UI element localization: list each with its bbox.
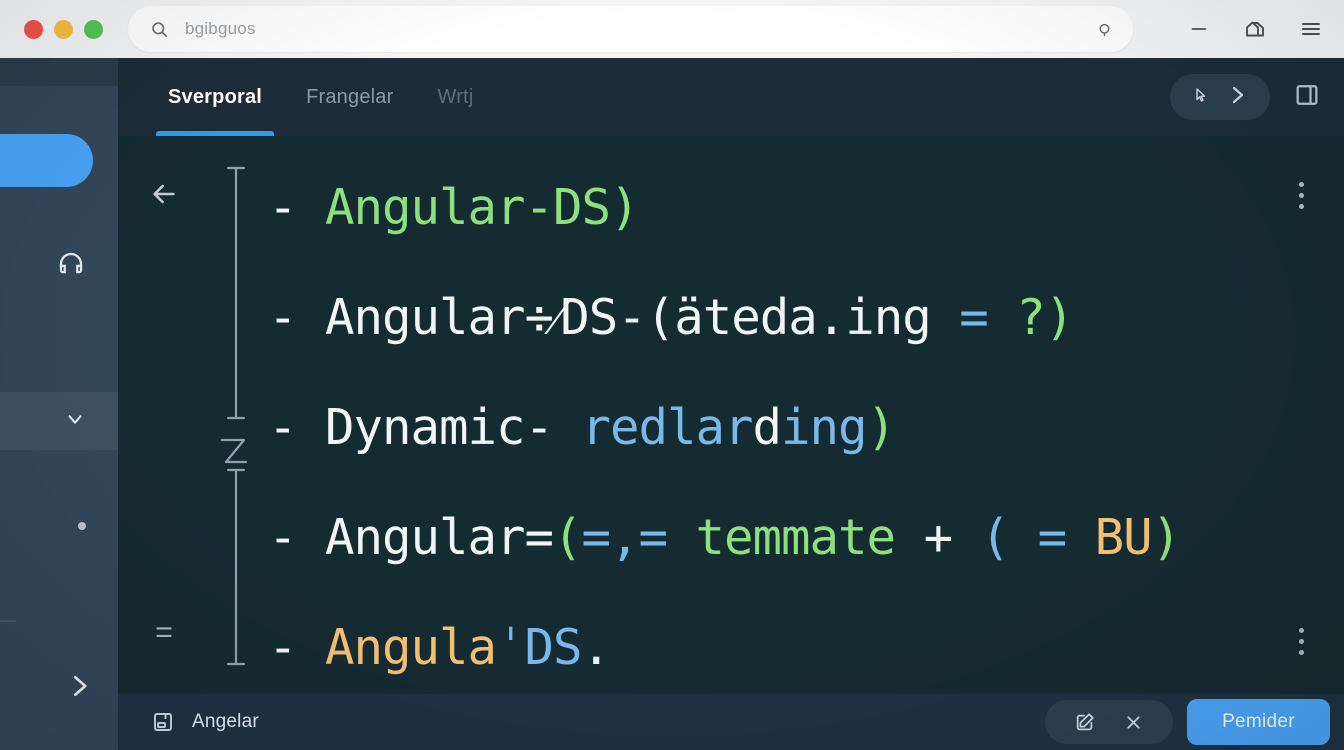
code-token: Angula bbox=[325, 618, 497, 676]
code-token: temmate bbox=[667, 508, 924, 566]
chevron-right-icon bbox=[1225, 83, 1249, 112]
vertical-rail bbox=[216, 164, 256, 672]
chevron-down-icon bbox=[64, 408, 86, 435]
tabbar: Sverporal Frangelar Wrtj bbox=[118, 58, 1344, 136]
tab-frangelar[interactable]: Frangelar bbox=[284, 58, 415, 136]
code-token: - Dynamic- bbox=[268, 398, 582, 456]
sidebar-primary-pill[interactable] bbox=[0, 134, 93, 187]
tab-list: Sverporal Frangelar Wrtj bbox=[146, 58, 495, 136]
minimize-icon[interactable] bbox=[1184, 14, 1214, 44]
panel-layout-icon bbox=[1293, 81, 1321, 114]
back-arrow-icon[interactable] bbox=[146, 176, 182, 212]
titlebar bbox=[0, 0, 1344, 58]
code-line[interactable]: - Angular=(=,= temmate + ( = BU) bbox=[268, 482, 1274, 592]
sidebar-top-strip bbox=[0, 58, 118, 86]
code-line[interactable]: - Angular-DS) bbox=[268, 152, 1274, 262]
hamburger-menu-icon[interactable] bbox=[1296, 14, 1326, 44]
restore-window-icon[interactable] bbox=[1240, 14, 1270, 44]
toggle-panel-button[interactable] bbox=[1288, 78, 1326, 116]
more-vertical-icon bbox=[1298, 650, 1304, 655]
dot-icon bbox=[78, 522, 86, 530]
code-token: ) bbox=[1151, 508, 1181, 566]
code-token: ( bbox=[553, 508, 582, 566]
close-window-button[interactable] bbox=[24, 19, 43, 39]
traffic-lights bbox=[24, 19, 103, 39]
search-icon bbox=[150, 20, 169, 39]
cursor-next-pill[interactable] bbox=[1170, 74, 1270, 120]
maximize-window-button[interactable] bbox=[84, 19, 103, 39]
code-token: d bbox=[752, 398, 782, 456]
tabbar-right-controls bbox=[1170, 58, 1326, 136]
primary-action-button[interactable]: Pemider bbox=[1187, 699, 1330, 745]
headphones-icon bbox=[56, 249, 86, 284]
sidebar bbox=[0, 58, 118, 750]
code-token: ( = bbox=[980, 508, 1095, 566]
bottombar-file-info[interactable]: Angelar bbox=[150, 709, 259, 735]
sidebar-expand[interactable] bbox=[0, 662, 118, 714]
code-token: ˈDS bbox=[496, 618, 583, 676]
tab-sverporal[interactable]: Sverporal bbox=[146, 58, 284, 136]
code-token: - bbox=[268, 178, 326, 236]
chevron-right-icon bbox=[64, 671, 94, 706]
sidebar-item-selected[interactable] bbox=[0, 392, 118, 450]
voice-search-icon[interactable] bbox=[1087, 12, 1121, 46]
more-vertical-icon bbox=[1298, 193, 1304, 198]
close-icon[interactable] bbox=[1122, 711, 1144, 733]
file-label: Angelar bbox=[192, 711, 259, 732]
more-vertical-icon bbox=[1298, 204, 1304, 209]
edit-close-pill[interactable] bbox=[1045, 700, 1173, 744]
more-vertical-icon bbox=[1298, 639, 1304, 644]
edit-square-icon[interactable] bbox=[1074, 711, 1096, 733]
code-token: Angular-DS) bbox=[325, 178, 640, 236]
omnibox[interactable] bbox=[128, 6, 1133, 52]
sidebar-item-headphones[interactable] bbox=[0, 240, 118, 292]
overflow-menu-bottom[interactable] bbox=[1288, 628, 1314, 655]
code-token: ing bbox=[781, 398, 868, 456]
code-token: redlar bbox=[581, 398, 754, 456]
code-token: - Angular÷⁄DS-(äteda.ing bbox=[268, 288, 960, 346]
code-token: - bbox=[268, 618, 326, 676]
tab-wrtj[interactable]: Wrtj bbox=[415, 58, 495, 136]
code-token: - Angular= bbox=[268, 508, 554, 566]
code-token: BU bbox=[1094, 508, 1153, 566]
code-token: = bbox=[959, 288, 1017, 346]
code-line[interactable]: - Angular÷⁄DS-(äteda.ing = ?) bbox=[268, 262, 1274, 372]
bottombar-actions: Pemider bbox=[1045, 699, 1330, 745]
code-token: ) bbox=[866, 398, 896, 456]
titlebar-controls bbox=[1184, 0, 1326, 58]
search-input[interactable] bbox=[185, 6, 1087, 52]
equals-glyph: = bbox=[155, 616, 173, 649]
code-token: =,= bbox=[581, 508, 669, 566]
code-token: . bbox=[581, 618, 611, 676]
minimize-window-button[interactable] bbox=[54, 19, 73, 39]
bottombar: Angelar Pemider bbox=[118, 694, 1344, 750]
content-area: = - Angular-DS)- Angular÷⁄DS-(äteda.ing … bbox=[118, 136, 1344, 694]
more-vertical-icon bbox=[1298, 628, 1304, 633]
code-line-list: - Angular-DS)- Angular÷⁄DS-(äteda.ing = … bbox=[268, 152, 1274, 694]
cursor-icon bbox=[1191, 84, 1209, 111]
overflow-menu-top[interactable] bbox=[1288, 182, 1314, 209]
file-document-icon bbox=[150, 709, 176, 735]
code-token: + bbox=[923, 508, 981, 566]
code-token: ?) bbox=[1016, 288, 1074, 346]
sidebar-item-dot[interactable] bbox=[0, 500, 118, 552]
sidebar-divider bbox=[0, 620, 16, 622]
more-vertical-icon bbox=[1298, 182, 1304, 187]
